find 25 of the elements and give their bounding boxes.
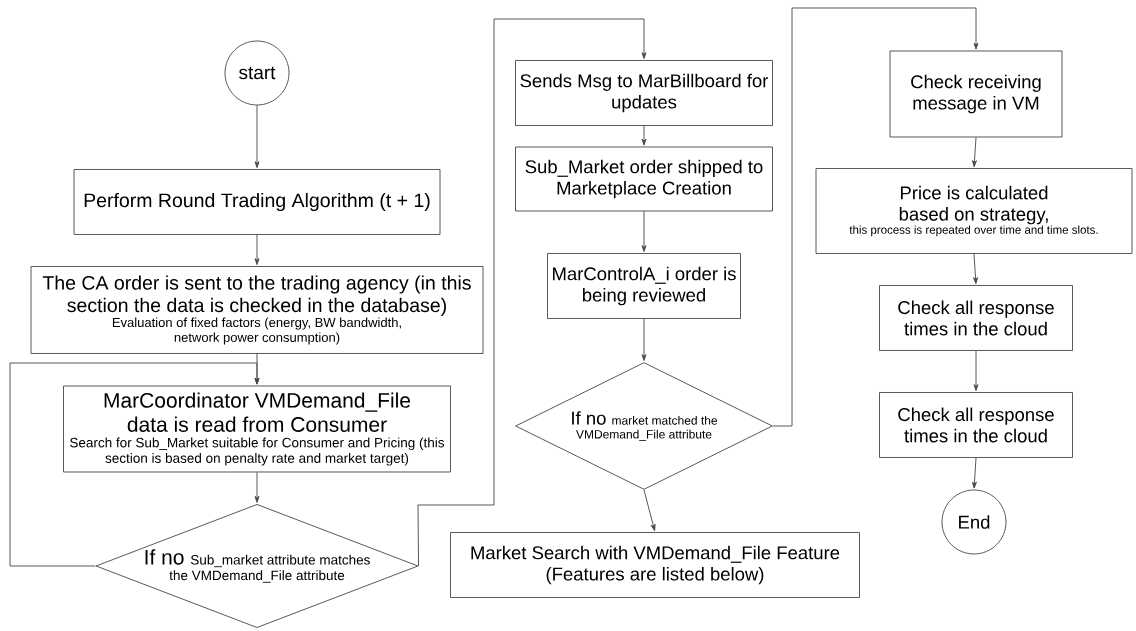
arrow: [973, 350, 979, 392]
arrow: [254, 472, 260, 503]
arrow: [972, 457, 977, 489]
process-box: Market Search with VMDemand_File Feature (Features are listed below): [450, 532, 860, 598]
process-box: MarCoordinator VMDemand_File data is read from Consumer Search for Sub_Market suitable for Consumer and Pricing (this section is based on penalty rate and market target): [63, 385, 451, 473]
arrow: [417, 18, 647, 567]
arrow: [643, 489, 656, 532]
arrow: [641, 125, 647, 146]
process-box: MarControlA_i order is being reviewed: [547, 253, 741, 319]
process-box: The CA order is sent to the trading agency (in this section the data is checked in the database) Evaluation of fixed factors (energy, BW bandwidth, network power consumption): [30, 266, 484, 354]
process-box: Check all response times in the cloud: [879, 285, 1073, 351]
arrow: [254, 234, 260, 266]
process-box: Price is calculated based on strategy, this process is repeated over time and time slots.: [815, 168, 1133, 254]
arrow: [9, 362, 260, 567]
arrow: [641, 211, 647, 253]
process-box: Sends Msg to MarBillboard for updates: [515, 60, 773, 126]
process-box: Check receiving message in VM: [889, 50, 1063, 138]
arrow: [772, 7, 979, 427]
arrow: [254, 105, 260, 169]
arrow: [973, 253, 978, 285]
process-box: Perform Round Trading Algorithm (t + 1): [73, 169, 441, 235]
process-box: Check all response times in the cloud: [879, 392, 1073, 458]
process-box: Sub_Market order shipped to Marketplace Creation: [515, 146, 773, 212]
arrow: [641, 318, 647, 362]
arrow: [972, 137, 977, 168]
